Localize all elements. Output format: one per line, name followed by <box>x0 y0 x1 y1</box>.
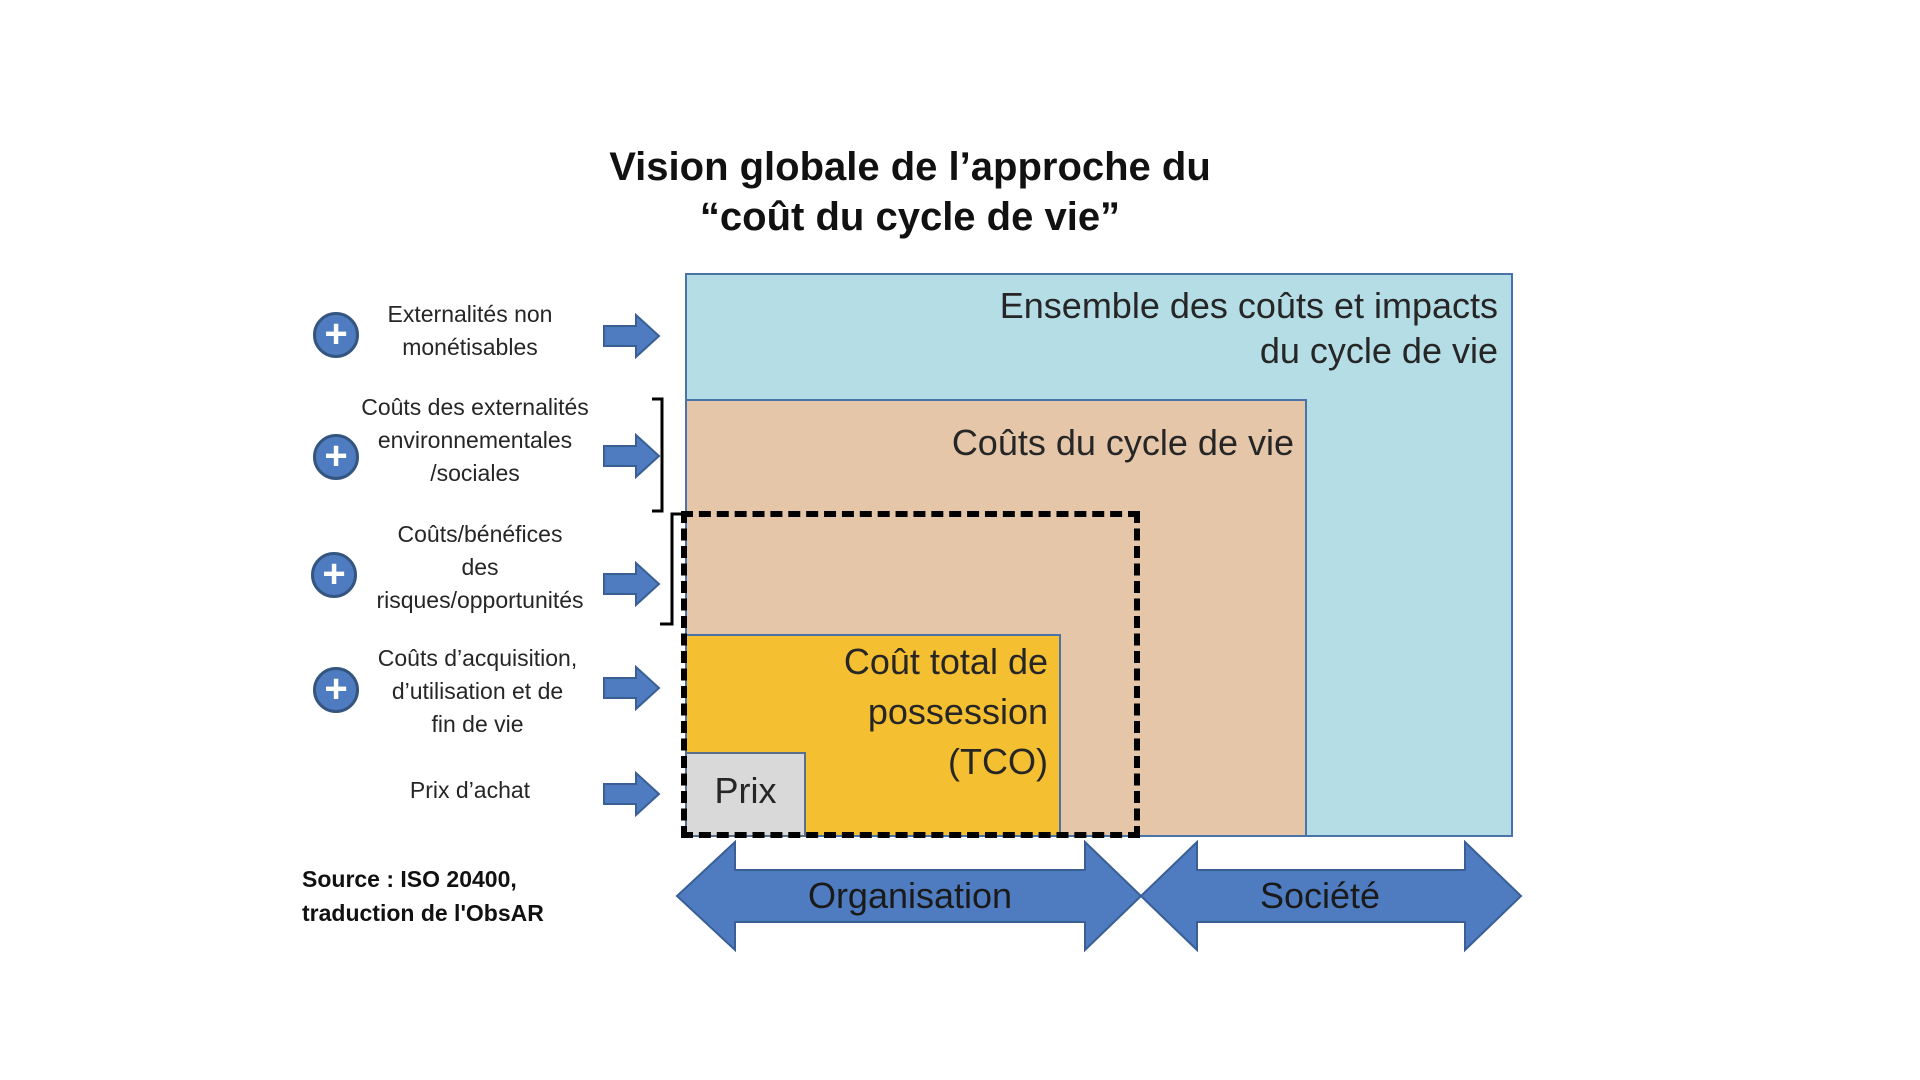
plus-circle-icon: + <box>313 434 359 480</box>
label-ensemble-line-1: Ensemble des coûts et impacts <box>999 285 1498 326</box>
left-label-3-line-2: des <box>461 554 499 580</box>
left-label-1-line-2: monétisables <box>402 334 538 360</box>
left-label-externalites-non-monetisables: Externalités non monétisables <box>360 298 580 364</box>
right-arrow-icon <box>603 664 661 712</box>
source-line-2: traduction de l'ObsAR <box>302 900 544 926</box>
left-label-4-line-2: d’utilisation et de <box>391 678 564 704</box>
label-couts-cycle-de-vie: Coûts du cycle de vie <box>951 422 1294 463</box>
right-arrow-icon <box>603 312 661 360</box>
right-arrow-icon <box>603 432 661 480</box>
plus-circle-icon: + <box>313 667 359 713</box>
label-ensemble-couts-impacts: Ensemble des coûts et impacts du cycle d… <box>700 283 1498 373</box>
label-tco-line-2: possession <box>867 691 1048 732</box>
label-ensemble-line-2: du cycle de vie <box>1259 330 1498 371</box>
left-label-risques-opportunites: Coûts/bénéfices des risques/opportunités <box>345 518 615 617</box>
source-line-1: Source : ISO 20400, <box>302 866 517 892</box>
bracket-icon <box>652 397 664 513</box>
title-line-2: “coût du cycle de vie” <box>699 195 1121 239</box>
source-note: Source : ISO 20400, traduction de l'ObsA… <box>302 862 544 930</box>
left-label-3-line-1: Coûts/bénéfices <box>397 521 563 547</box>
right-arrow-icon <box>603 770 661 818</box>
left-label-2-line-2: environnementales <box>377 427 573 453</box>
left-label-2-line-1: Coûts des externalités <box>361 394 589 420</box>
label-tco-line-1: Coût total de <box>843 641 1048 682</box>
label-prix: Prix <box>714 770 777 811</box>
left-label-4-line-3: fin de vie <box>431 711 524 737</box>
label-societe: Société <box>1259 875 1381 916</box>
label-tco-line-3: (TCO) <box>948 741 1048 782</box>
dashed-organisation-boundary <box>681 511 1140 838</box>
left-label-prix-achat: Prix d’achat <box>409 777 531 803</box>
left-label-3-line-3: risques/opportunités <box>376 587 584 613</box>
diagram-title: Vision globale de l’approche du “coût du… <box>540 142 1280 242</box>
left-label-1-line-1: Externalités non <box>387 301 553 327</box>
right-arrow-icon <box>603 560 661 608</box>
label-cout-total-possession: Coût total de possession (TCO) <box>700 637 1048 787</box>
plus-circle-icon: + <box>313 312 359 358</box>
bracket-icon <box>660 512 682 626</box>
double-arrow-icon <box>675 840 1523 953</box>
left-label-2-line-3: /sociales <box>430 460 520 486</box>
title-line-1: Vision globale de l’approche du <box>609 145 1211 189</box>
label-organisation: Organisation <box>807 875 1013 916</box>
plus-circle-icon: + <box>311 552 357 598</box>
left-label-4-line-1: Coûts d’acquisition, <box>377 645 578 671</box>
left-label-couts-externalites: Coûts des externalités environnementales… <box>340 391 610 490</box>
left-label-couts-acquisition: Coûts d’acquisition, d’utilisation et de… <box>350 642 605 741</box>
